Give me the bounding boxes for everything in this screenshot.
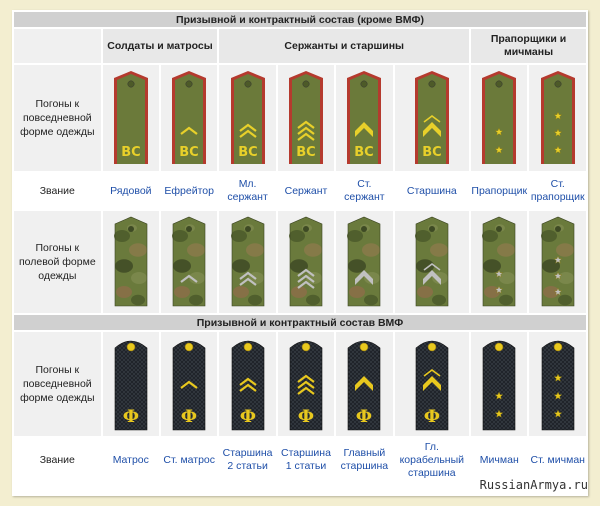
field-cell xyxy=(529,211,586,313)
rank-link[interactable]: Старшина xyxy=(406,184,457,197)
navy-rank-link[interactable]: Ст. матрос xyxy=(163,453,216,466)
group-soldiers: Солдаты и матросы xyxy=(102,29,218,63)
rank-link[interactable]: Ст. сержант xyxy=(344,178,385,203)
ranks-table: Призывной и контрактный состав (кроме ВМ… xyxy=(12,10,588,484)
navy-daily-cell: Ф xyxy=(277,332,335,436)
navy-rank-link[interactable]: Главный старшина xyxy=(340,447,389,472)
army-daily-cell: ВС xyxy=(336,65,393,171)
corner-cell xyxy=(14,29,101,63)
army-daily-cell: ВС xyxy=(394,65,470,171)
svg-text:ВС: ВС xyxy=(179,145,198,160)
navy-daily-cell: Ф xyxy=(219,332,276,436)
army-daily-cell: ВС xyxy=(102,65,159,171)
army-daily-cell: ВС xyxy=(277,65,335,171)
navy-rank-link[interactable]: Гл. корабельный старшина xyxy=(399,440,465,479)
field-cell xyxy=(336,211,393,313)
rank-row-label: Звание xyxy=(39,185,75,197)
svg-text:ВС: ВС xyxy=(238,145,257,160)
field-cell xyxy=(471,211,528,313)
svg-text:Ф: Ф xyxy=(424,407,440,427)
rank-link[interactable]: Ст. прапорщик xyxy=(530,178,585,203)
navy-rank-link[interactable]: Старшина 1 статьи xyxy=(281,447,331,472)
group-sergeants: Сержанты и старшины xyxy=(219,29,470,63)
row-label-daily: Погоны к повседневной форме одежды xyxy=(14,65,101,171)
navy-daily-cell: Ф xyxy=(336,332,393,436)
svg-text:ВС: ВС xyxy=(296,145,315,160)
svg-text:ВС: ВС xyxy=(121,145,140,160)
section-header-army: Призывной и контрактный состав (кроме ВМ… xyxy=(14,12,586,27)
field-cell xyxy=(277,211,335,313)
army-daily-cell: ВС xyxy=(161,65,218,171)
navy-daily-cell: Ф xyxy=(161,332,218,436)
svg-text:Ф: Ф xyxy=(240,407,256,427)
row-label-field: Погоны к полевой форме одежды xyxy=(14,211,101,313)
svg-text:ВС: ВС xyxy=(422,145,441,160)
section-header-navy: Призывной и контрактный состав ВМФ xyxy=(14,315,586,330)
rank-link[interactable]: Ефрейтор xyxy=(164,184,214,197)
ranks-table-frame: Призывной и контрактный состав (кроме ВМ… xyxy=(12,10,588,496)
watermark-text: RussianArmya.ru xyxy=(479,478,588,492)
group-praporshchiki: Прапорщики и мичманы xyxy=(471,29,586,63)
navy-daily-cell xyxy=(471,332,528,436)
field-cell xyxy=(102,211,159,313)
navy-rank-row-label: Звание xyxy=(39,454,75,466)
navy-rank-link[interactable]: Ст. мичман xyxy=(530,453,585,466)
navy-daily-cell: Ф xyxy=(394,332,470,436)
rank-link[interactable]: Рядовой xyxy=(110,184,152,197)
field-cell xyxy=(394,211,470,313)
svg-text:Ф: Ф xyxy=(356,407,372,427)
navy-rank-link[interactable]: Матрос xyxy=(112,453,149,466)
navy-rank-link[interactable]: Старшина 2 статьи xyxy=(222,447,273,472)
field-cell xyxy=(161,211,218,313)
svg-text:Ф: Ф xyxy=(181,407,197,427)
army-daily-cell: ВС xyxy=(219,65,276,171)
navy-rank-link[interactable]: Мичман xyxy=(479,453,519,466)
army-daily-cell xyxy=(529,65,586,171)
rank-link[interactable]: Сержант xyxy=(284,184,328,197)
navy-daily-cell: Ф xyxy=(102,332,159,436)
field-cell xyxy=(219,211,276,313)
rank-link[interactable]: Прапорщик xyxy=(471,184,528,197)
svg-text:Ф: Ф xyxy=(123,407,139,427)
rank-link[interactable]: Мл. сержант xyxy=(227,178,268,203)
navy-daily-cell xyxy=(529,332,586,436)
row-label-navy-daily: Погоны к повседневной форме одежды xyxy=(14,332,101,436)
svg-text:ВС: ВС xyxy=(355,145,374,160)
svg-text:Ф: Ф xyxy=(298,407,314,427)
army-daily-cell xyxy=(471,65,528,171)
